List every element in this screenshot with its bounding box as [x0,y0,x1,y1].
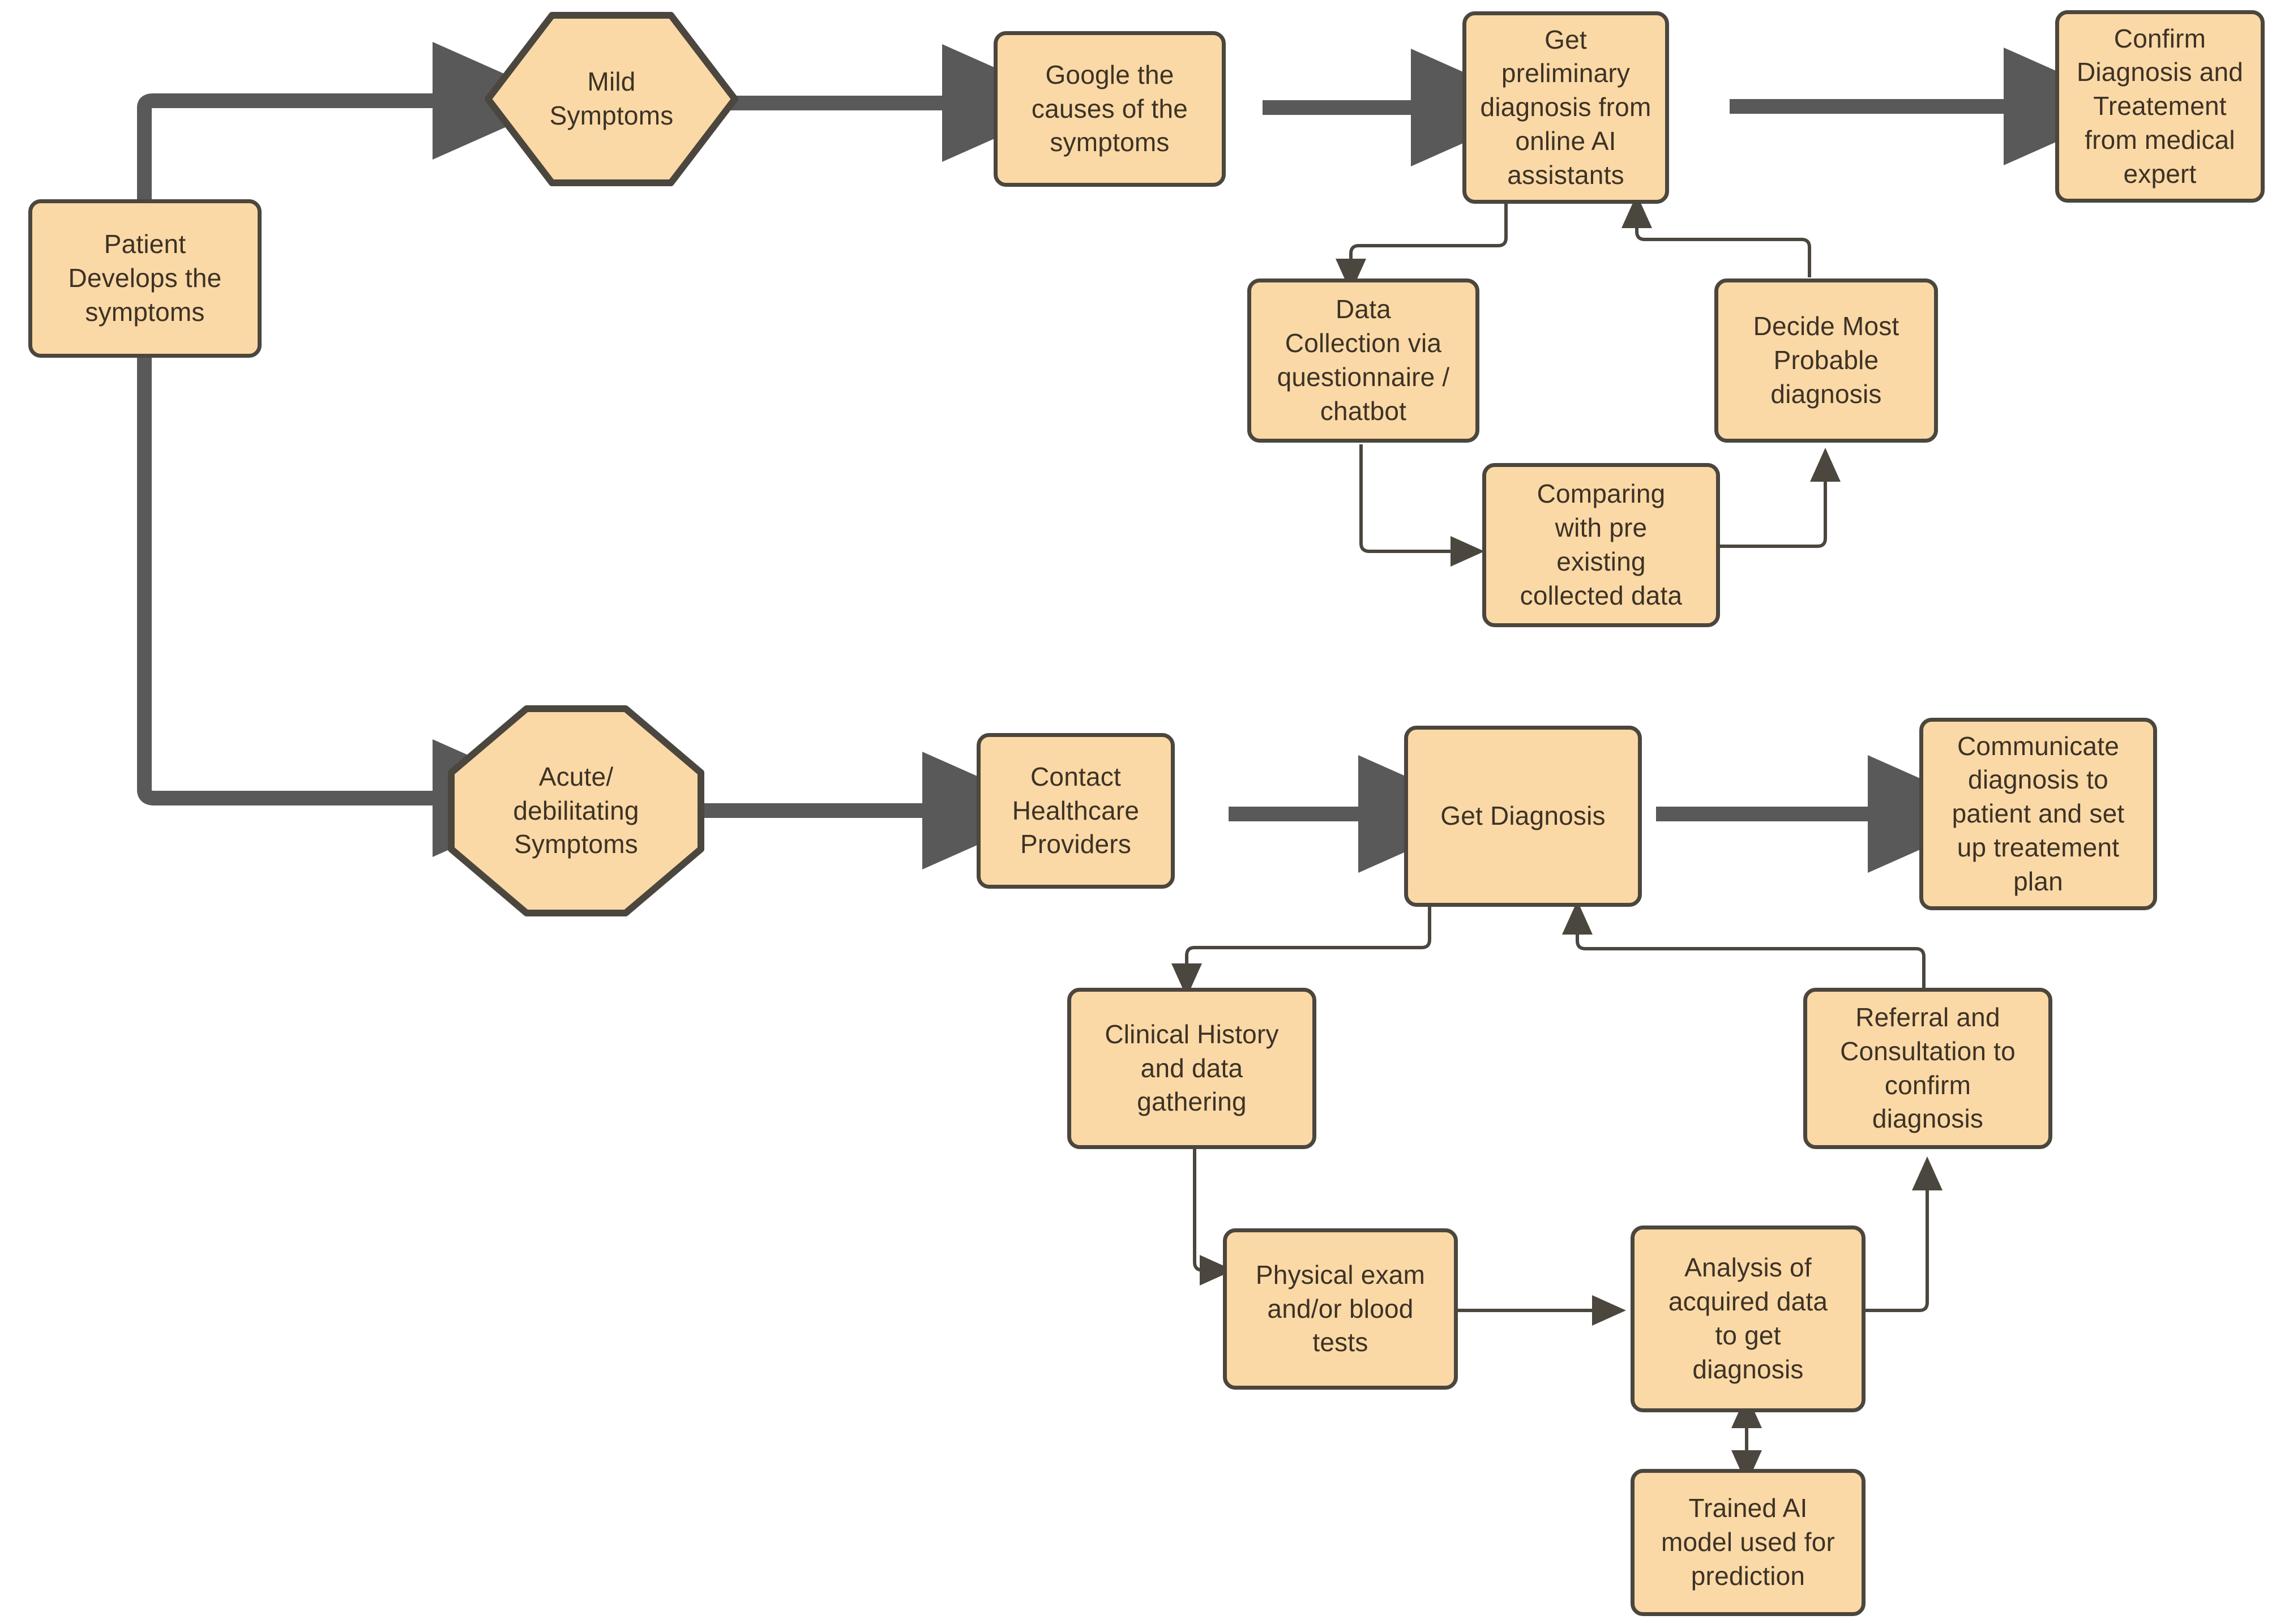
node-label: Communicate diagnosis to patient and set… [1952,731,2125,896]
node-label: Referral and Consultation to confirm dia… [1840,1002,2016,1134]
edge-patient-to-acute [137,317,565,857]
node-label: Get Diagnosis [1440,801,1606,831]
node-contact-healthcare-providers[interactable]: Contact Healthcare Providers [977,733,1175,889]
edge-decide-to-preliminary [1621,194,1811,277]
node-label: Decide Most Probable diagnosis [1753,311,1899,409]
node-get-diagnosis[interactable]: Get Diagnosis [1404,726,1642,907]
node-decide-most-probable-diagnosis[interactable]: Decide Most Probable diagnosis [1714,278,1938,443]
node-confirm-diagnosis-treatment[interactable]: Confirm Diagnosis and Treatement from me… [2055,10,2265,203]
edge-analysis-to-referral [1863,1156,1943,1312]
node-label: Physical exam and/or blood tests [1255,1259,1426,1357]
edge-clinical-to-physical [1193,1149,1234,1286]
node-label: Mild Symptoms [549,67,674,130]
node-label: Patient Develops the symptoms [68,229,222,327]
node-clinical-history-data-gathering[interactable]: Clinical History and data gathering [1067,988,1316,1149]
node-analysis-acquired-data[interactable]: Analysis of acquired data to get diagnos… [1631,1226,1866,1412]
node-label: Acute/ debilitating Symptoms [513,761,639,859]
node-label: Comparing with pre existing collected da… [1520,479,1683,610]
edge-datacollection-to-comparing [1359,444,1484,567]
edge-referral-to-getdiagnosis [1562,901,1926,988]
node-trained-ai-model[interactable]: Trained AI model used for prediction [1631,1469,1866,1616]
node-data-collection[interactable]: Data Collection via questionnaire / chat… [1247,278,1479,443]
node-get-preliminary-diagnosis[interactable]: Get preliminary diagnosis from online AI… [1462,11,1669,204]
edge-preliminary-to-datacollection [1336,202,1508,293]
node-label: Data Collection via questionnaire / chat… [1277,294,1450,426]
node-referral-consultation[interactable]: Referral and Consultation to confirm dia… [1803,988,2052,1149]
edge-getdiagnosis-to-clinical [1171,906,1431,997]
node-comparing-pre-existing-data[interactable]: Comparing with pre existing collected da… [1482,463,1720,627]
node-label: Contact Healthcare Providers [1012,761,1140,859]
node-communicate-diagnosis[interactable]: Communicate diagnosis to patient and set… [1919,718,2157,910]
edge-comparing-to-decide [1720,448,1841,548]
node-label: Clinical History and data gathering [1105,1019,1279,1117]
node-label: Trained AI model used for prediction [1661,1493,1836,1591]
node-label: Confirm Diagnosis and Treatement from me… [2076,23,2244,188]
node-mild-symptoms[interactable]: Mild Symptoms [484,11,739,187]
node-label: Analysis of acquired data to get diagnos… [1668,1253,1828,1384]
node-patient-develops-symptoms[interactable]: Patient Develops the symptoms [28,199,262,358]
node-physical-exam-blood-tests[interactable]: Physical exam and/or blood tests [1223,1228,1458,1390]
node-google-causes[interactable]: Google the causes of the symptoms [994,31,1226,187]
node-label: Get preliminary diagnosis from online AI… [1480,24,1651,190]
node-label: Google the causes of the symptoms [1031,59,1188,157]
node-acute-debilitating-symptoms[interactable]: Acute/ debilitating Symptoms [447,705,705,917]
